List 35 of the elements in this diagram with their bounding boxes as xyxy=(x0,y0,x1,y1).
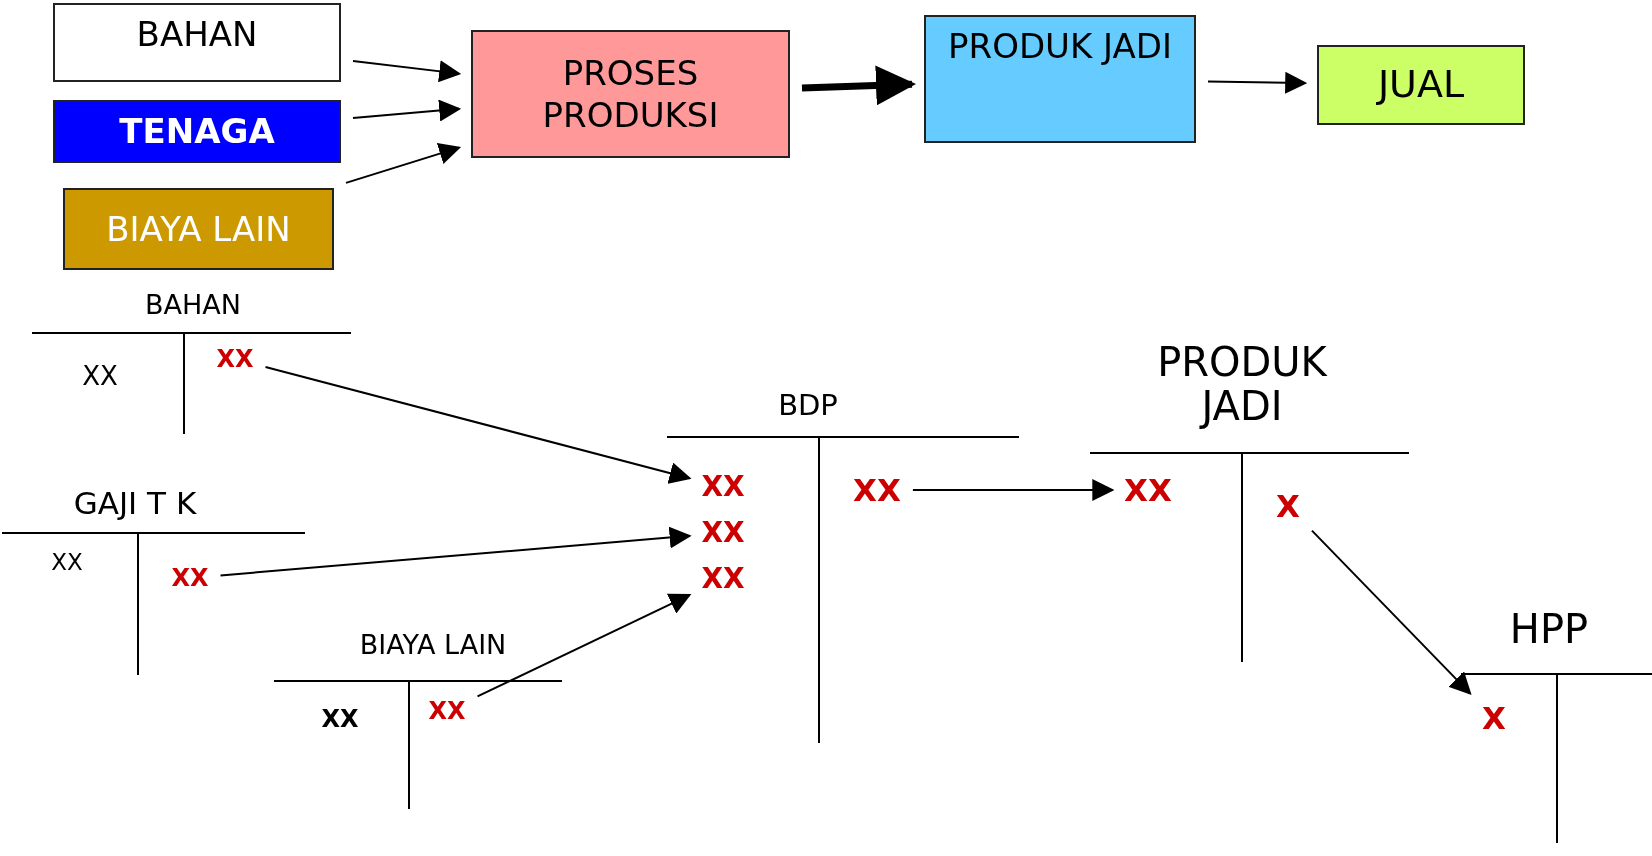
process-box: BIAYA LAIN xyxy=(63,188,334,270)
process-box: TENAGA xyxy=(53,100,341,163)
process-box: PROSES PRODUKSI xyxy=(471,30,790,158)
account-title: GAJI T K xyxy=(72,486,198,521)
amount-entry: XX xyxy=(171,566,209,590)
amount-entry: X xyxy=(1482,702,1506,734)
amount-entry: XX xyxy=(701,473,745,501)
amount-entry: XX xyxy=(1124,474,1172,506)
process-box: JUAL xyxy=(1317,45,1525,125)
arrow xyxy=(476,593,692,698)
arrow xyxy=(352,99,462,122)
process-box: BAHAN xyxy=(53,3,341,82)
amount-entry: X xyxy=(1276,490,1300,522)
account-title: BIAYA LAIN xyxy=(358,630,508,660)
arrow xyxy=(345,143,462,184)
amount-entry: XX xyxy=(428,699,466,723)
amount-entry: XX xyxy=(701,565,745,593)
arrow xyxy=(801,65,916,106)
arrow xyxy=(1207,71,1308,94)
arrow xyxy=(911,479,1115,501)
amount-entry: XX xyxy=(853,474,901,506)
amount-entry: XX xyxy=(701,519,745,547)
arrow xyxy=(1310,529,1472,695)
arrow xyxy=(352,60,462,83)
amount-entry: XX xyxy=(321,707,359,731)
account-title: PRODUK JADI xyxy=(1156,340,1329,428)
arrow xyxy=(219,526,692,577)
amount-entry: XX xyxy=(82,363,118,389)
account-title: BDP xyxy=(777,390,839,422)
amount-entry: XX xyxy=(216,347,254,371)
account-title: HPP xyxy=(1508,607,1590,651)
amount-entry: XX xyxy=(51,550,83,574)
arrow xyxy=(264,366,692,484)
process-box: PRODUK JADI xyxy=(924,15,1196,143)
account-title: BAHAN xyxy=(144,290,242,320)
